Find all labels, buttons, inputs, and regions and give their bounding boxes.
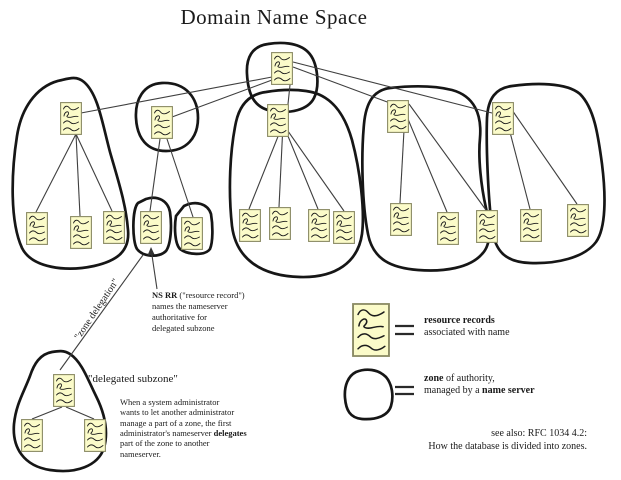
- name-server-term: name server: [482, 385, 535, 396]
- rr-node: [437, 212, 459, 245]
- equals-symbol: [395, 324, 414, 336]
- delegation-note: When a system administrator wants to let…: [120, 397, 265, 459]
- rr-node: [390, 203, 412, 236]
- rr-node: [84, 419, 106, 452]
- zone-blob-middle-large: [228, 88, 365, 279]
- see-also-line1: see also: RFC 1034 4.2:: [491, 428, 587, 439]
- see-also-line2: How the database is divided into zones.: [428, 441, 587, 452]
- ns-rr-note: NS RR ("resource record") names the name…: [152, 290, 262, 334]
- delegates-term: delegates: [213, 428, 247, 439]
- zone-blob-right-middle: [361, 85, 491, 272]
- rr-node: [21, 419, 43, 452]
- rr-node: [333, 211, 355, 244]
- ns-rr-line1: ("resource record"): [177, 290, 245, 300]
- zone-blob-root: [245, 41, 319, 114]
- delegation-note-line5: part of the zone to another: [120, 438, 210, 449]
- rr-node-subzone-a: [140, 211, 162, 244]
- zone-blob-rightmost: [485, 82, 606, 265]
- page-title: Domain Name Space: [180, 5, 368, 29]
- rr-node: [267, 104, 289, 137]
- delegation-note-line4: administrator's nameserver: [120, 428, 214, 439]
- rr-node: [103, 211, 125, 244]
- zone-blob-middle-small: [134, 81, 200, 153]
- rr-node: [70, 216, 92, 249]
- delegation-note-line1: When a system administrator: [120, 397, 220, 407]
- zone-blob-subzone-b: [173, 201, 214, 256]
- ns-rr-line3: authoritative for: [152, 311, 207, 322]
- legend-rr-term: resource records: [424, 315, 495, 326]
- rr-node: [520, 209, 542, 242]
- legend-zone-icon: [343, 368, 394, 421]
- rr-node-root: [271, 52, 293, 85]
- zone-blob-left: [11, 76, 130, 270]
- ns-rr-line4: delegated subzone: [152, 322, 215, 333]
- legend-resource-records-icon: [352, 303, 390, 357]
- delegation-note-line3: manage a part of a zone, the first: [120, 417, 232, 428]
- zone-blob-delegated-subzone: [12, 349, 108, 473]
- equals-symbol: [395, 385, 414, 396]
- ns-rr-term: NS RR: [152, 290, 178, 300]
- rr-node: [151, 106, 173, 139]
- legend-zone-line2: managed by a: [424, 385, 483, 396]
- delegated-subzone-label: "delegated subzone": [88, 373, 178, 385]
- root-delegation-edges: [80, 61, 493, 118]
- rr-node: [269, 207, 291, 240]
- rr-node: [53, 374, 75, 407]
- delegation-note-line2: wants to let another administrator: [120, 407, 235, 418]
- legend-zone-line1: of authority,: [443, 373, 495, 384]
- zone-delegation-line: [59, 254, 144, 371]
- tree-edges: [31, 103, 578, 420]
- rr-node-subzone-b: [181, 217, 203, 250]
- ns-rr-line2: names the nameserver: [152, 300, 228, 311]
- rr-node: [60, 102, 82, 135]
- ns-rr-pointer-line: [150, 251, 158, 290]
- rr-node: [492, 102, 514, 135]
- rr-node: [567, 204, 589, 237]
- legend-rr-desc: associated with name: [424, 327, 510, 338]
- rr-node: [476, 210, 498, 243]
- arrowhead-icon: [147, 247, 155, 256]
- rr-node: [387, 100, 409, 133]
- zone-blob-subzone-a: [132, 196, 173, 257]
- delegation-note-line6: nameserver.: [120, 448, 161, 459]
- legend-zone-term: zone: [424, 373, 444, 384]
- see-also-note: see also: RFC 1034 4.2: How the database…: [367, 427, 587, 453]
- legend-resource-records-text: resource records associated with name: [424, 315, 510, 339]
- legend-zone-text: zone of authority, managed by a name ser…: [424, 373, 535, 397]
- rr-node: [308, 209, 330, 242]
- rr-node: [239, 209, 261, 242]
- rr-node: [26, 212, 48, 245]
